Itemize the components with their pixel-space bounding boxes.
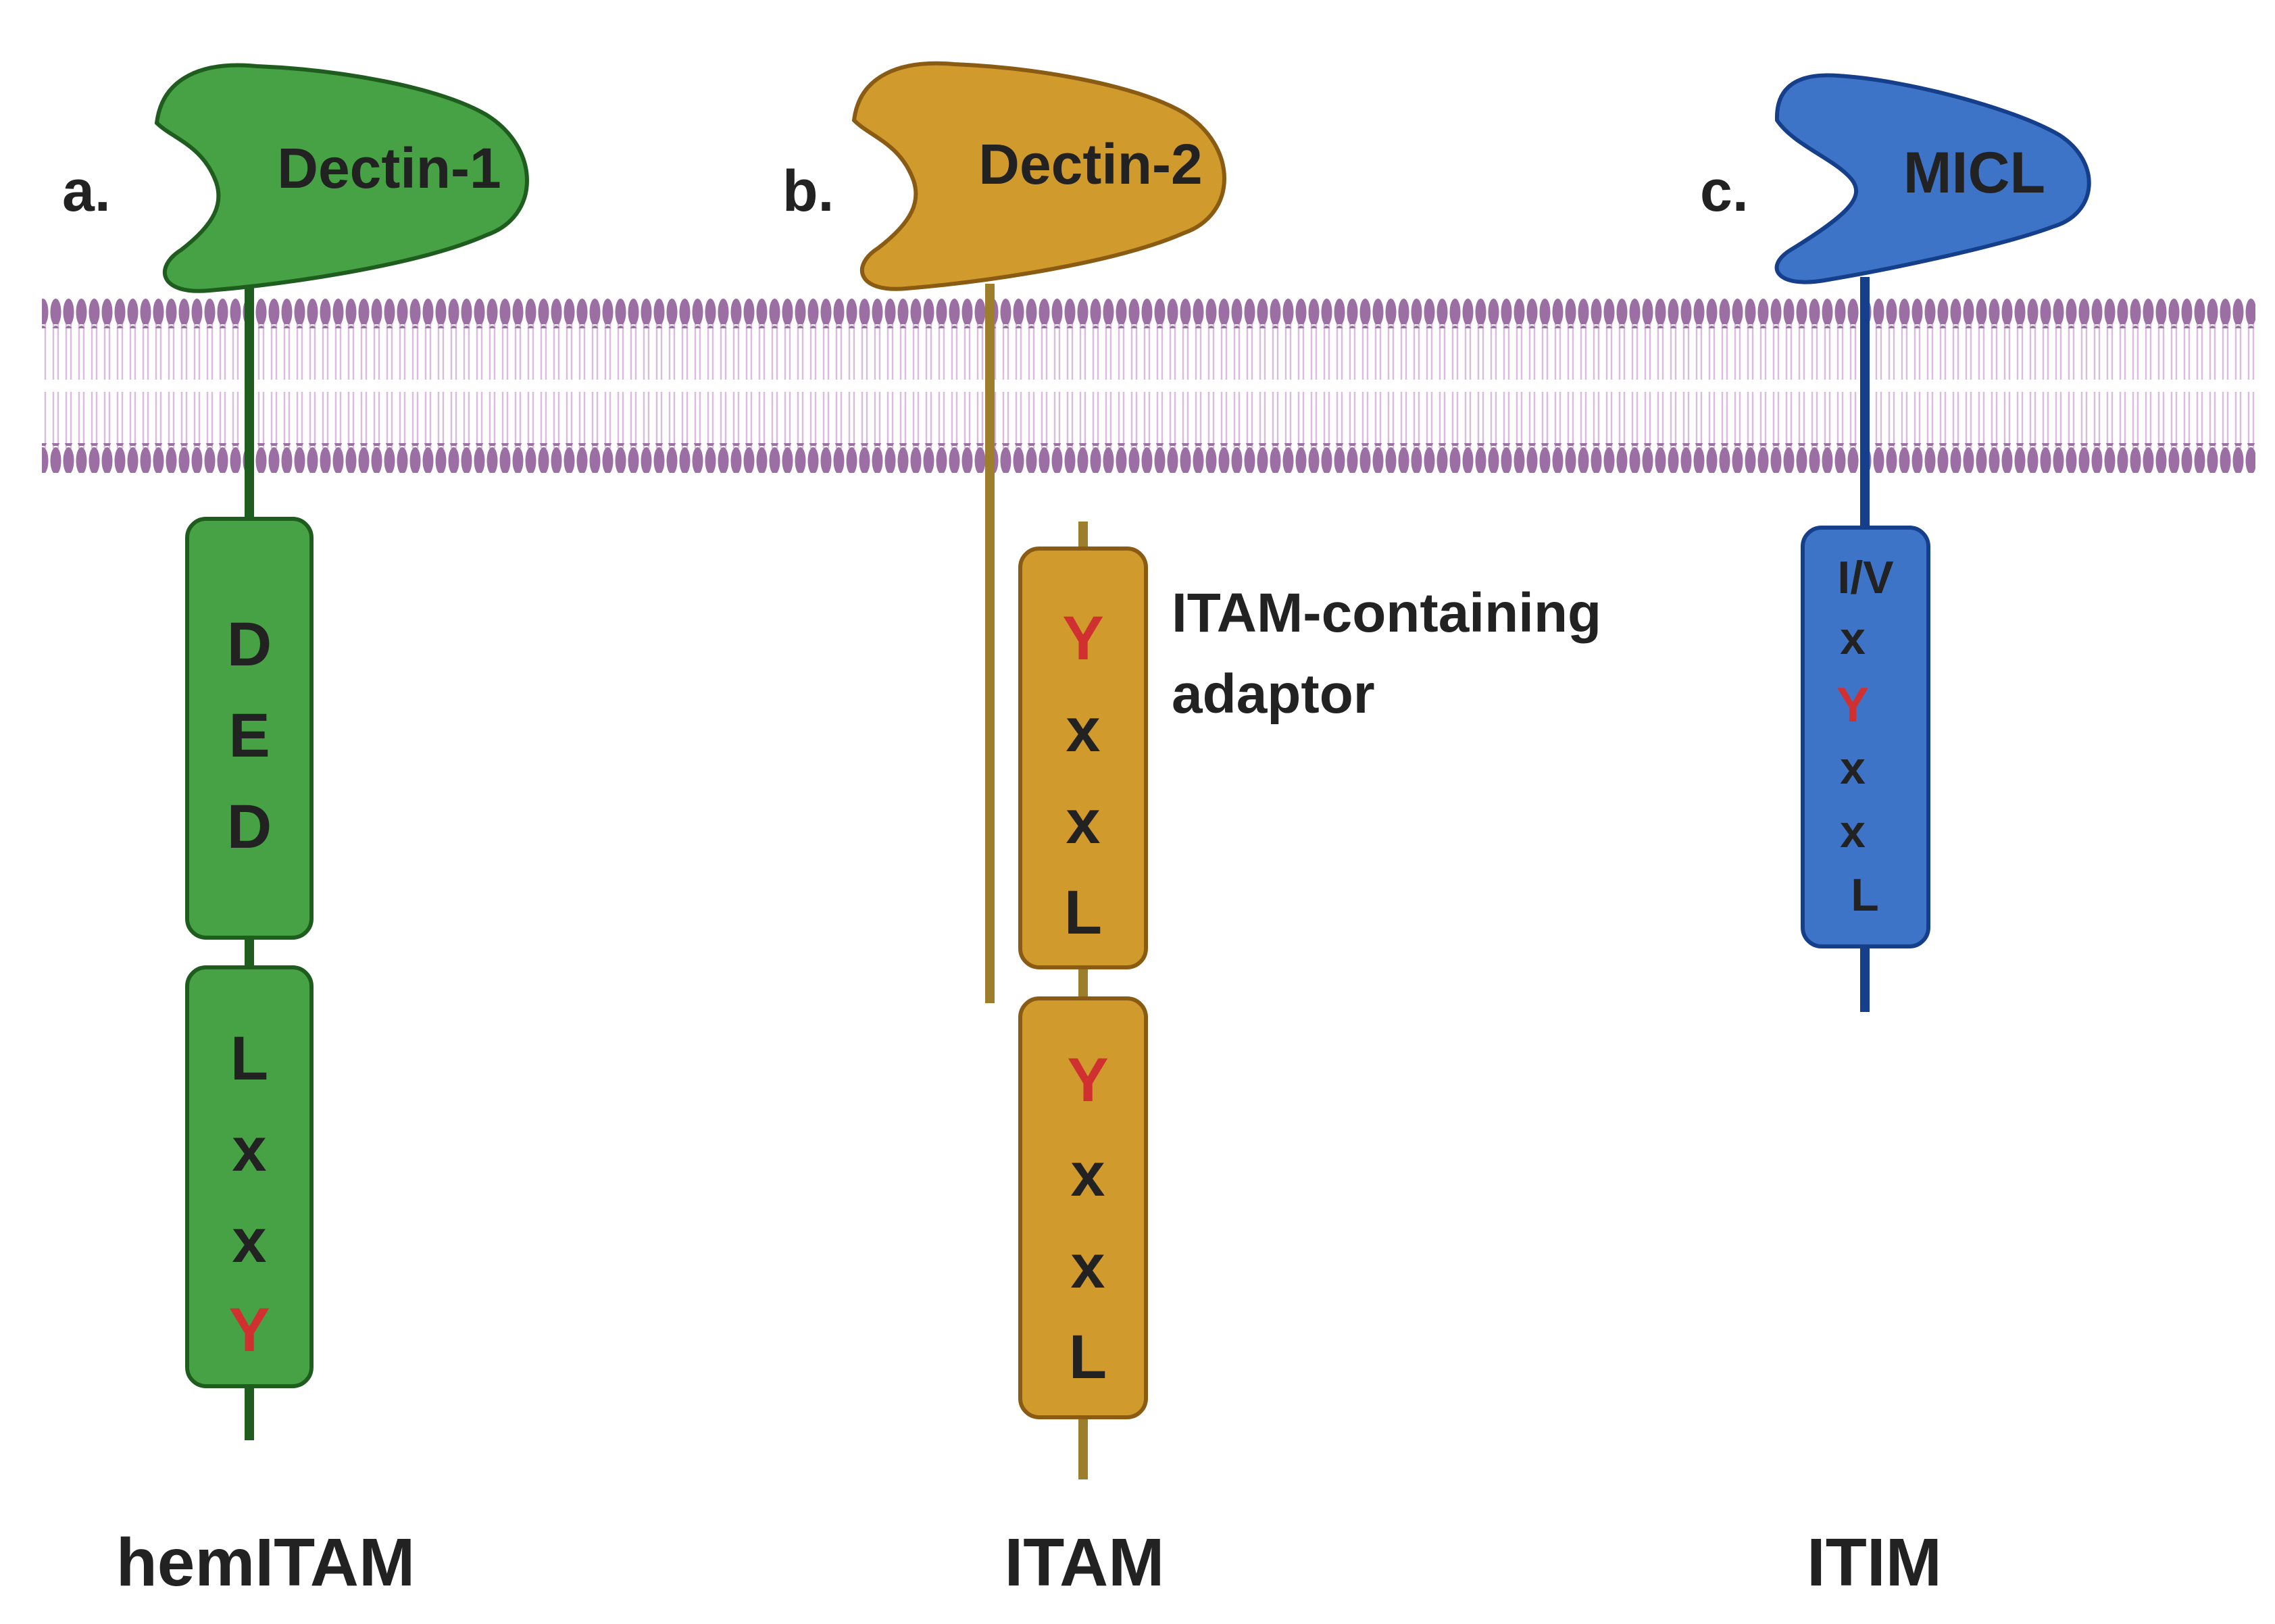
adaptor-tyrosine: Y [1062, 604, 1103, 673]
itim-label: ITIM [1807, 1525, 1942, 1600]
adaptor-tyrosine: Y [1067, 1046, 1108, 1115]
panel-dectin-1: Dectin-1 a. D E D L x x Y hemITAM [62, 63, 529, 1600]
membrane-bottom-heads [42, 443, 2255, 473]
dectin-1-motif-residue: x [232, 1207, 266, 1275]
hemitam-label: hemITAM [116, 1525, 416, 1600]
adaptor-motif-residue: x [1070, 1140, 1105, 1209]
adaptor-motif-residue: L [1069, 1323, 1107, 1392]
adaptor-label-line-1: ITAM-containing [1172, 582, 1601, 644]
panel-a-letter: a. [62, 159, 111, 224]
micl-receptor-label: MICL [1903, 141, 2045, 205]
adaptor-motif-residue: L [1064, 878, 1102, 947]
micl-motif-residue: x [1840, 742, 1866, 794]
adaptor-motif-residue: x [1066, 696, 1100, 765]
micl-motif-residue: x [1840, 806, 1866, 857]
micl-itim-box [1801, 526, 1930, 948]
dectin-1-motif-residue: L [230, 1024, 268, 1093]
itam-label: ITAM [1005, 1525, 1165, 1600]
dectin-1-motif-residue: E [228, 701, 270, 770]
dectin-1-receptor-head [154, 63, 529, 293]
adaptor-label-line-2: adaptor [1172, 663, 1375, 725]
dectin-1-motif-residue: D [227, 610, 272, 679]
dectin-1-ded-box [185, 517, 314, 940]
cell-membrane [42, 299, 2255, 473]
micl-tyrosine: Y [1836, 678, 1869, 732]
dectin-1-motif-residue: x [232, 1115, 266, 1184]
dectin-2-receptor-head [851, 61, 1226, 291]
panel-dectin-2: Dectin-2 b. Y x x L Y x x L ITAM-contain… [782, 61, 1601, 1600]
dectin-1-motif-residue: D [227, 792, 272, 861]
dectin-1-receptor-label: Dectin-1 [277, 136, 501, 200]
micl-motif-residue: x [1840, 613, 1866, 664]
adaptor-itam-box-upper [1018, 547, 1148, 969]
dectin-2-receptor-label: Dectin-2 [978, 132, 1202, 196]
adaptor-motif-residue: x [1070, 1232, 1105, 1301]
panel-c-letter: c. [1700, 159, 1749, 224]
panel-b-letter: b. [782, 159, 834, 224]
panel-micl: MICL c. I/V x Y x x L ITIM [1700, 73, 2091, 1600]
micl-receptor-head [1774, 73, 2091, 284]
dectin-1-lxxy-box [185, 965, 314, 1388]
micl-motif-residue: I/V [1837, 552, 1893, 603]
micl-motif-residue: L [1851, 869, 1879, 921]
dectin-1-tyrosine: Y [228, 1296, 270, 1365]
adaptor-itam-box-lower [1018, 996, 1148, 1419]
membrane-tails [42, 323, 2255, 449]
adaptor-motif-residue: x [1066, 788, 1100, 857]
membrane-top-heads [42, 299, 2255, 328]
